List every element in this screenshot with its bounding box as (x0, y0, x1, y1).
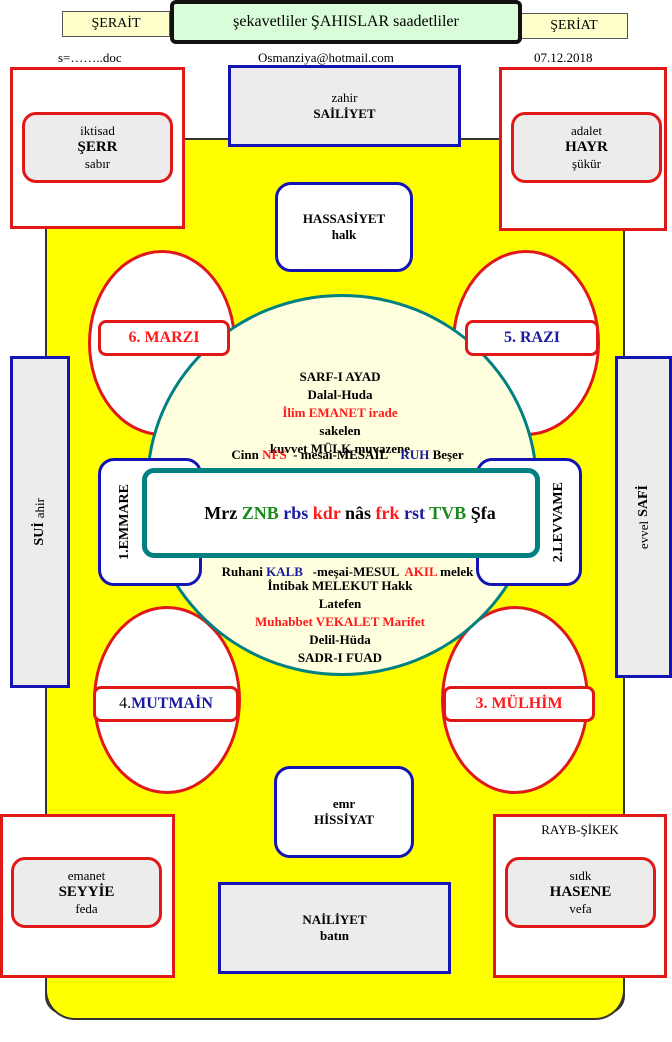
mulhim-label: 3. MÜLHİM (443, 686, 595, 722)
rayb-sikek-label: RAYB-ŞİKEK (541, 822, 619, 837)
marzi-label: 6. MARZI (98, 320, 230, 356)
nailiyet-box: NAİLİYET batın (218, 882, 451, 974)
sailiyet-box: zahir SAİLİYET (228, 65, 461, 147)
razi-label: 5. RAZI (465, 320, 599, 356)
hayr-box: adalet HAYR şükür (511, 112, 662, 183)
lower-circle-text: İntibak MELEKUT Hakk Latefen Muhabbet VE… (255, 578, 425, 665)
core-row-1: Cinn NFS - mesai-MESAİL RUH Beşer (231, 446, 464, 462)
date: 07.12.2018 (534, 50, 593, 65)
file-name: s=……..doc (58, 50, 122, 65)
hassasiyet-box: HASSASİYET halk (275, 182, 413, 272)
core-row-2: Mrz ZNB rbs kdr nâs frk rst TVB Şfa (204, 502, 496, 523)
core-box: Cinn NFS - mesai-MESAİL RUH Beşer Mrz ZN… (142, 447, 540, 579)
core-row-3: Ruhani KALB -meşai-MESUL AKIL melek (221, 563, 474, 579)
serait-tab: ŞERAİT (62, 11, 170, 37)
serr-box: iktisad ŞERR sabır (22, 112, 173, 183)
email: Osmanziya@hotmail.com (258, 50, 394, 65)
page-title: şekavetliler ŞAHISLAR saadetliler (170, 0, 522, 44)
safi-side-box: evvel SAFİ (615, 356, 672, 678)
mutmain-label: 4. MUTMAİN (93, 686, 239, 722)
sui-side-box: SUİ ahir (10, 356, 70, 688)
seriat-tab: ŞERİAT (520, 13, 628, 39)
upper-circle-text: SARF-I AYAD Dalal-Huda İlim EMANET irade… (269, 369, 411, 456)
hasene-box: sıdk HASENE vefa (505, 857, 656, 928)
seyyie-box: emanet SEYYİE feda (11, 857, 162, 928)
hissiyat-box: emr HİSSİYAT (274, 766, 414, 858)
